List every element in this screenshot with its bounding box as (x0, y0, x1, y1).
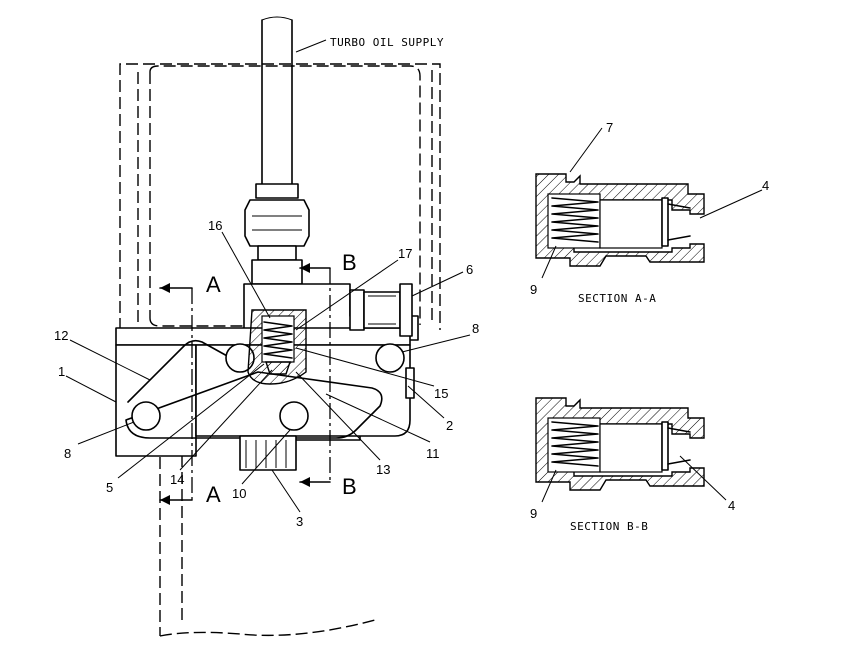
callout-10: 10 (232, 486, 246, 501)
section-bb-caption: SECTION B-B (570, 520, 648, 533)
oil-supply-tube (261, 16, 293, 186)
callout-9-aa: 9 (530, 282, 537, 297)
callout-6: 6 (466, 262, 473, 277)
section-a-marker-bottom: A (206, 482, 221, 507)
section-aa-caption: SECTION A-A (578, 292, 656, 305)
callout-4-aa: 4 (762, 178, 769, 193)
section-line-b: B B (299, 250, 357, 499)
tube-fitting-nut (244, 183, 310, 285)
phantom-engine-outline (119, 63, 441, 637)
callout-4-bb: 4 (728, 498, 735, 513)
callout-9-bb: 9 (530, 506, 537, 521)
callout-11: 11 (426, 446, 440, 461)
callout-8-left: 8 (64, 446, 71, 461)
section-b-marker-top: B (342, 250, 357, 275)
callout-7: 7 (606, 120, 613, 135)
section-a-marker-top: A (206, 272, 221, 297)
callout-16: 16 (208, 218, 222, 233)
section-line-a: A A (159, 272, 221, 507)
callout-12: 12 (54, 328, 68, 343)
callout-15: 15 (434, 386, 448, 401)
section-bb-view: 4 9 SECTION B-B (530, 397, 735, 533)
section-aa-view: 7 4 9 SECTION A-A (530, 120, 769, 305)
callout-2: 2 (446, 418, 453, 433)
callout-8-right: 8 (472, 321, 479, 336)
section-b-marker-bottom: B (342, 474, 357, 499)
turbo-oil-supply-label: TURBO OIL SUPPLY (295, 36, 444, 53)
main-view-leaders (65, 231, 471, 513)
main-assembly-view: TURBO OIL SUPPLY (54, 16, 479, 637)
callout-17: 17 (398, 246, 412, 261)
bolt-right (375, 343, 405, 373)
callout-14: 14 (170, 472, 184, 487)
callout-5: 5 (106, 480, 113, 495)
mounting-bolts (131, 343, 405, 431)
callout-1: 1 (58, 364, 65, 379)
bolt-lower-right (279, 401, 309, 431)
callout-13: 13 (376, 462, 390, 477)
plug-fitting (349, 283, 413, 337)
bolt-left (131, 401, 161, 431)
callout-3: 3 (296, 514, 303, 529)
main-view-callouts: 16 17 6 12 1 8 15 8 2 5 14 10 11 13 3 (54, 218, 479, 529)
turbo-oil-supply-text: TURBO OIL SUPPLY (330, 36, 444, 49)
